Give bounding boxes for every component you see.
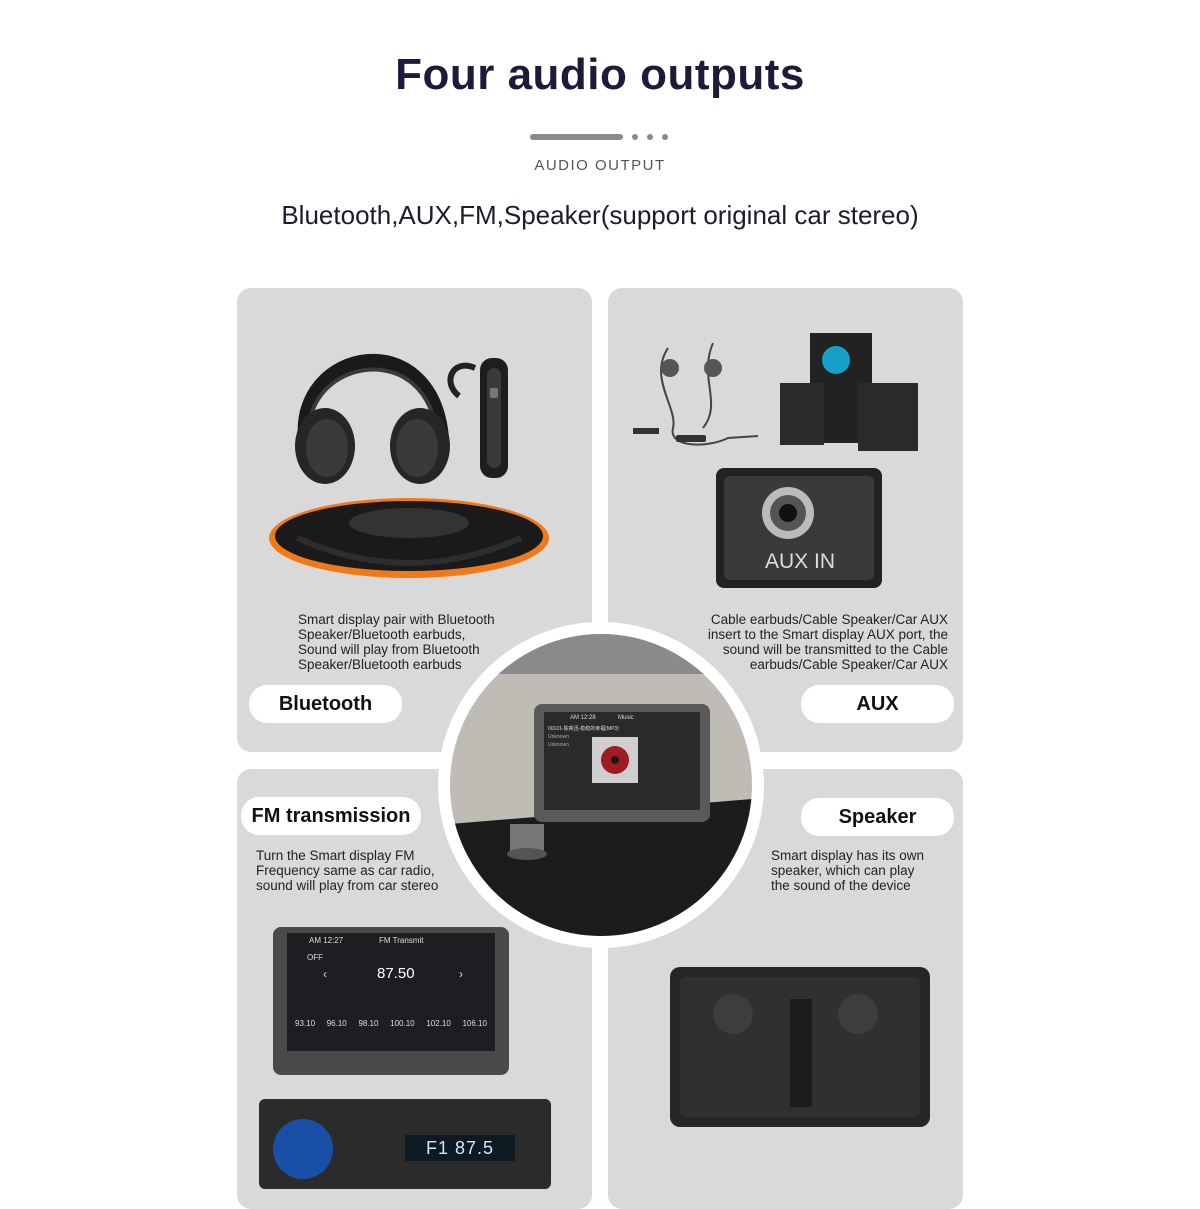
desktop-speakers-icon	[780, 333, 918, 451]
device-back-speaker-illustration	[670, 967, 930, 1127]
bluetooth-label: Bluetooth	[249, 685, 402, 723]
fm-preset: 102.10	[426, 1019, 451, 1028]
chevron-right-icon: ›	[459, 967, 463, 981]
wired-earbuds-icon	[633, 342, 759, 446]
center-screen-line: Unknown	[548, 742, 569, 748]
bluetooth-speaker-icon	[269, 498, 549, 578]
center-screen-time: AM 12:28	[570, 715, 596, 721]
title-divider	[530, 133, 670, 141]
aux-description: Cable earbuds/Cable Speaker/Car AUX inse…	[707, 612, 948, 672]
fm-preset: 96.10	[326, 1019, 347, 1028]
volume-knob-icon	[273, 1119, 333, 1179]
divider-bar	[530, 134, 623, 140]
aux-port-icon: AUX IN	[716, 468, 882, 588]
page-title: Four audio outputs	[395, 50, 805, 99]
divider-dot	[647, 134, 653, 140]
bluetooth-devices-illustration	[269, 353, 549, 578]
fm-panel: FM transmission Turn the Smart display F…	[237, 769, 592, 1209]
fm-screen: AM 12:27 FM Transmit OFF ‹ 87.50 › 93.10…	[287, 933, 495, 1051]
fm-screen-mode: FM Transmit	[379, 936, 424, 945]
bluetooth-panel: Smart display pair with Bluetooth Speake…	[237, 288, 592, 752]
aux-in-label: AUX IN	[765, 550, 835, 573]
section-subtitle: AUDIO OUTPUT	[534, 157, 666, 174]
aux-devices-illustration: AUX IN	[633, 333, 918, 588]
fm-preset: 98.10	[358, 1019, 379, 1028]
fm-preset: 106.10	[462, 1019, 487, 1028]
aux-panel: AUX IN Cable earbuds/Cable Speaker/Car A…	[608, 288, 963, 752]
fm-screen-time: AM 12:27	[309, 936, 344, 945]
bluetooth-earpiece-icon	[447, 358, 508, 478]
car-stereo-display: F1 87.5	[405, 1135, 515, 1161]
car-stereo: F1 87.5	[259, 1099, 551, 1189]
speaker-label: Speaker	[801, 798, 954, 836]
center-screen-mode: Music	[618, 715, 634, 721]
center-device-photo: AM 12:28 Music 00101-陈奕迅-稳稳的幸福(MP3) Unkn…	[450, 634, 752, 936]
headphones-icon	[295, 353, 450, 484]
fm-description: Turn the Smart display FM Frequency same…	[256, 848, 439, 893]
bluetooth-description: Smart display pair with Bluetooth Speake…	[298, 612, 495, 672]
fm-preset: 93.10	[295, 1019, 316, 1028]
chevron-left-icon: ‹	[323, 967, 327, 981]
speaker-description: Smart display has its own speaker, which…	[771, 848, 925, 893]
center-screen-line: Unknown	[548, 734, 569, 740]
center-screen-track: 00101-陈奕迅-稳稳的幸福(MP3)	[548, 726, 619, 732]
center-device-badge: AM 12:28 Music 00101-陈奕迅-稳稳的幸福(MP3) Unkn…	[438, 622, 764, 948]
fm-screen-frequency: 87.50	[377, 965, 415, 982]
fm-preset: 100.10	[390, 1019, 415, 1028]
lead-text: Bluetooth,AUX,FM,Speaker(support origina…	[281, 200, 919, 230]
divider-dot	[662, 134, 668, 140]
fm-screen-state: OFF	[307, 953, 323, 962]
fm-preset-list: 93.10 96.10 98.10 100.10 102.10 106.10	[295, 1019, 487, 1028]
fm-label: FM transmission	[241, 797, 421, 835]
fm-smart-display: AM 12:27 FM Transmit OFF ‹ 87.50 › 93.10…	[273, 927, 509, 1075]
smart-display-illustration	[450, 634, 752, 936]
aux-label: AUX	[801, 685, 954, 723]
divider-dot	[632, 134, 638, 140]
